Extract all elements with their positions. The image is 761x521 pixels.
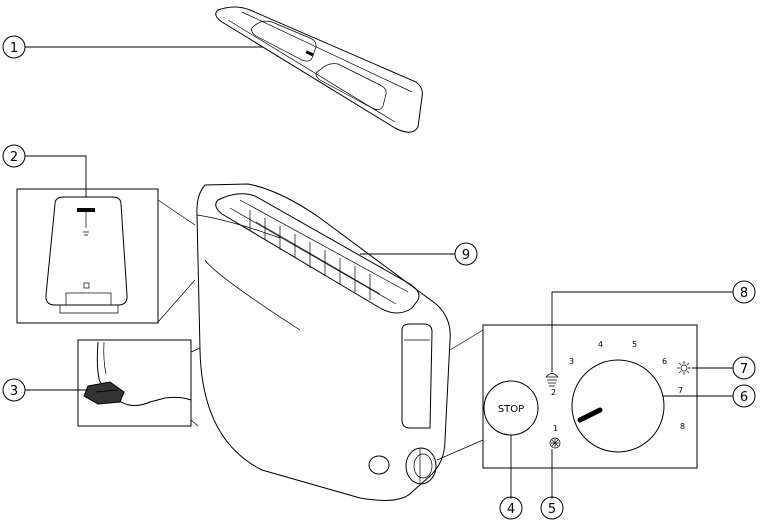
dial-pointer <box>580 410 600 420</box>
svg-text:2: 2 <box>10 150 18 165</box>
callout-4: 4 <box>500 497 522 519</box>
side-view-inset <box>17 189 195 323</box>
toasting-slot <box>216 194 419 313</box>
dial-number-8: 8 <box>680 422 685 431</box>
svg-text:7: 7 <box>740 362 748 377</box>
svg-text:3: 3 <box>10 384 18 399</box>
reheat-sun-icon <box>677 361 691 375</box>
lever-inset <box>78 340 200 426</box>
svg-text:1: 1 <box>10 41 18 56</box>
dial-number-2: 2 <box>551 388 556 397</box>
control-panel: STOP 1 2 3 4 5 6 7 8 <box>437 325 697 468</box>
stop-button-label: STOP <box>498 404 524 415</box>
callout-8: 8 <box>733 281 755 303</box>
callout-9: 9 <box>455 243 477 265</box>
browning-dial[interactable] <box>572 360 664 452</box>
toaster-body <box>197 184 450 500</box>
snowflake-icon <box>550 438 560 448</box>
dial-number-4: 4 <box>598 340 603 349</box>
bun-warmer-icon <box>546 374 558 387</box>
callout-6: 6 <box>733 385 755 407</box>
dial-number-3: 3 <box>569 357 574 366</box>
svg-text:4: 4 <box>507 502 515 517</box>
dial-number-6: 6 <box>662 357 667 366</box>
svg-text:9: 9 <box>462 248 470 263</box>
callout-5: 5 <box>541 497 563 519</box>
callout-1: 1 <box>3 36 25 58</box>
callout-2: 2 <box>3 145 25 167</box>
dial-number-1: 1 <box>553 424 558 433</box>
callout-3: 3 <box>3 379 25 401</box>
dial-number-7: 7 <box>678 386 683 395</box>
svg-text:8: 8 <box>740 286 748 301</box>
callout-7: 7 <box>733 357 755 379</box>
svg-text:5: 5 <box>548 502 556 517</box>
dial-number-5: 5 <box>632 340 637 349</box>
svg-text:6: 6 <box>740 390 748 405</box>
leader-lines <box>25 47 733 499</box>
crumb-tray-lid <box>216 7 423 132</box>
